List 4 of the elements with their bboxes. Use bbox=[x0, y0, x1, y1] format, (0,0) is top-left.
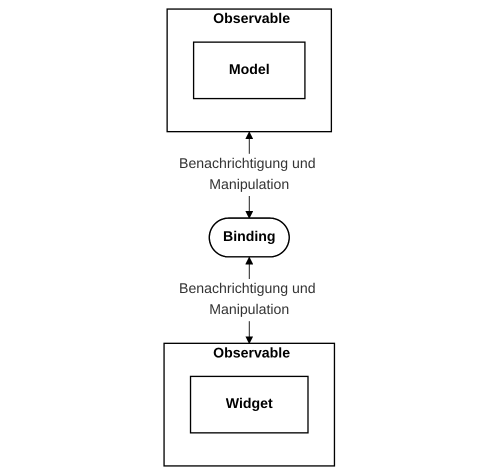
edge-label: Benachrichtigung und Manipulation bbox=[179, 282, 316, 318]
edge-label: Benachrichtigung und Manipulation bbox=[179, 156, 316, 193]
node-box: Model bbox=[193, 41, 306, 100]
node-box: Widget bbox=[190, 376, 309, 434]
